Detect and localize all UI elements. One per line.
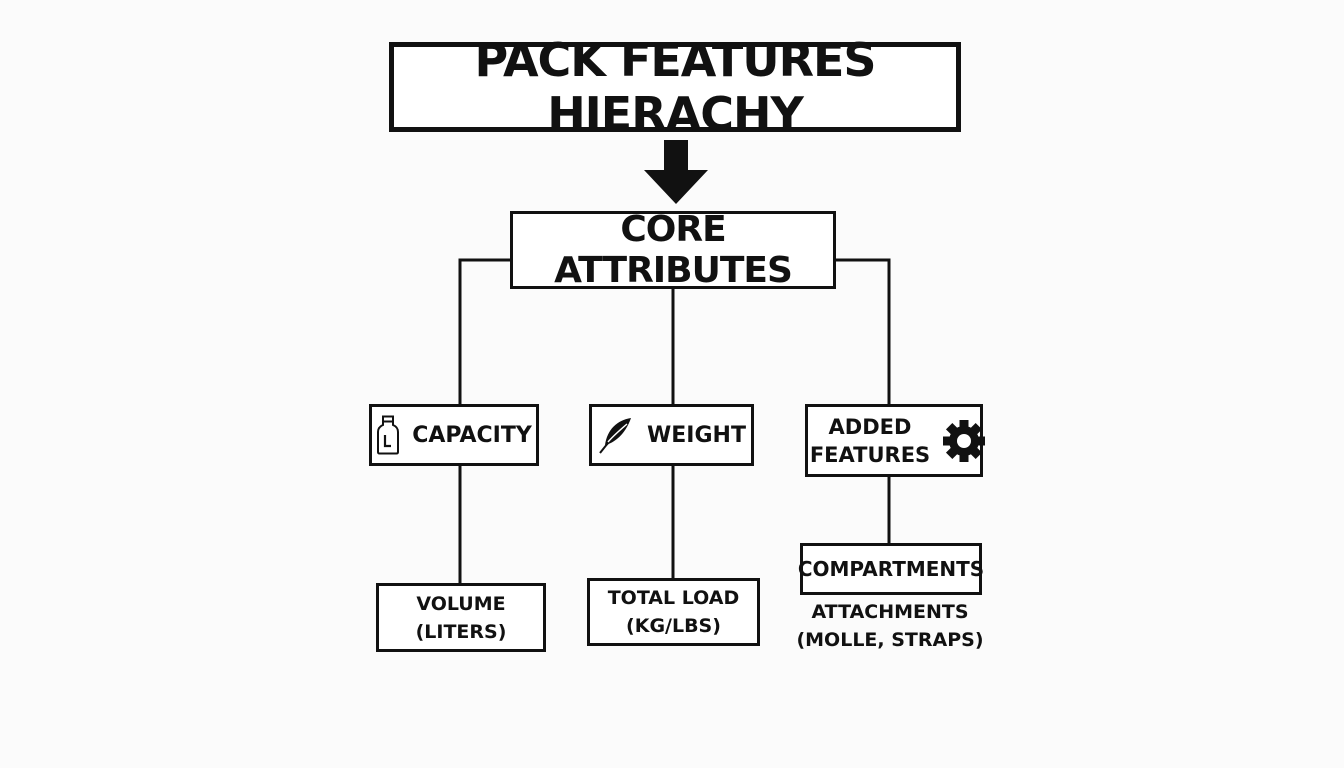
compartments-node: COMPARTMENTS <box>797 543 985 595</box>
added-features-node: ADDED FEATURES <box>805 404 986 477</box>
total-load-label: TOTAL LOAD (KG/LBS) <box>607 587 740 637</box>
compartments-label: COMPARTMENTS <box>797 557 985 581</box>
diagram-title-text: PACK FEATURES HIERACHY <box>474 33 876 141</box>
feather-icon <box>597 415 635 455</box>
diagram-title: PACK FEATURES HIERACHY <box>389 33 961 141</box>
connector-core-capacity <box>458 258 510 404</box>
bottle-icon <box>376 415 400 455</box>
capacity-node: CAPACITY <box>369 404 539 466</box>
added-features-label: ADDED FEATURES <box>809 414 931 467</box>
volume-node: VOLUME (LITERS) <box>376 583 546 652</box>
capacity-label: CAPACITY <box>412 422 532 448</box>
core-attributes-node: CORE ATTRIBUTES <box>510 209 836 291</box>
weight-node: WEIGHT <box>589 404 754 466</box>
down-arrow-icon <box>644 140 708 204</box>
volume-label: VOLUME (LITERS) <box>415 592 507 643</box>
attachments-label: ATTACHMENTS (MOLLE, STRAPS) <box>796 601 984 651</box>
core-attributes-label: CORE ATTRIBUTES <box>554 209 793 291</box>
weight-label: WEIGHT <box>647 422 746 448</box>
gear-icon <box>942 419 986 463</box>
connector-core-added <box>836 258 891 404</box>
total-load-node: TOTAL LOAD (KG/LBS) <box>587 578 760 646</box>
